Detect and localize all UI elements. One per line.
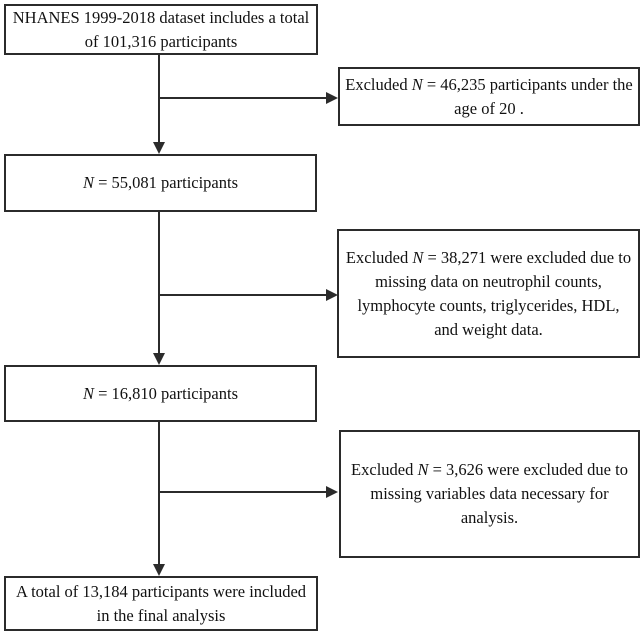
n55-n-variable: N (82, 173, 94, 192)
arrowhead-down-3 (153, 564, 165, 576)
box-dataset-total-line1: NHANES 1999-2018 dataset includes a tota… (12, 7, 310, 27)
excluded2-text-pre: Excluded (345, 247, 413, 267)
box-excluded-missing-labs-line4: and weight data. (434, 319, 543, 339)
box-n-16810: N = 16,810 participants (4, 365, 317, 422)
box-excluded-missing-variables-line1: Excluded N = 3,626 were excluded due to (351, 458, 628, 482)
box-excluded-missing-variables: Excluded N = 3,626 were excluded due to … (339, 430, 640, 558)
n16-n-variable: N (82, 383, 94, 403)
excluded3-n-variable: N (417, 460, 429, 479)
n55-text: = 55,081 participants (93, 173, 239, 192)
box-dataset-total-line2: of 101,316 participants (84, 31, 238, 51)
box-n-55081: N = 55,081 participants (4, 154, 317, 212)
box-excluded-under-20: Excluded N = 46,235 participants under t… (338, 67, 640, 126)
box-final-analysis-line2: in the final analysis (96, 605, 226, 625)
arrowhead-right-3 (326, 486, 338, 498)
n16-text: = 16,810 participants (93, 383, 239, 403)
box-final-analysis: A total of 13,184 participants were incl… (4, 576, 318, 631)
box-excluded-missing-labs: Excluded N = 38,271 were excluded due to… (337, 229, 640, 358)
box-excluded-missing-labs-line2: missing data on neutrophil counts, (375, 271, 602, 291)
connector-vertical-2 (158, 212, 160, 353)
arrowhead-down-1 (153, 142, 165, 154)
box-n-16810-line1: N = 16,810 participants (83, 382, 238, 406)
excluded1-n-variable: N (411, 74, 423, 94)
excluded2-text-post: = 38,271 were excluded due to (423, 247, 632, 267)
excluded1-text-pre: Excluded (345, 74, 412, 94)
box-n-55081-line1: N = 55,081 participants (83, 171, 238, 195)
connector-horizontal-1 (159, 97, 326, 99)
box-excluded-missing-variables-line2: missing variables data necessary for (370, 484, 609, 503)
box-excluded-under-20-line2: age of 20 . (454, 98, 524, 118)
excluded1-text-post: = 46,235 participants under the (422, 74, 633, 94)
connector-vertical-3 (158, 422, 160, 564)
box-dataset-total: NHANES 1999-2018 dataset includes a tota… (4, 4, 318, 55)
box-final-analysis-line1: A total of 13,184 participants were incl… (15, 581, 307, 601)
arrowhead-down-2 (153, 353, 165, 365)
connector-horizontal-3 (159, 491, 326, 493)
box-excluded-missing-labs-line3: lymphocyte counts, triglycerides, HDL, (357, 295, 620, 315)
connector-horizontal-2 (159, 294, 326, 296)
box-excluded-missing-labs-line1: Excluded N = 38,271 were excluded due to (346, 246, 631, 270)
excluded2-n-variable: N (412, 247, 424, 267)
excluded3-text-post: = 3,626 were excluded due to (428, 460, 628, 479)
box-excluded-under-20-line1: Excluded N = 46,235 participants under t… (345, 73, 632, 97)
box-excluded-missing-variables-line3: analysis. (460, 508, 519, 527)
arrowhead-right-1 (326, 92, 338, 104)
excluded3-text-pre: Excluded (351, 460, 418, 479)
arrowhead-right-2 (326, 289, 338, 301)
